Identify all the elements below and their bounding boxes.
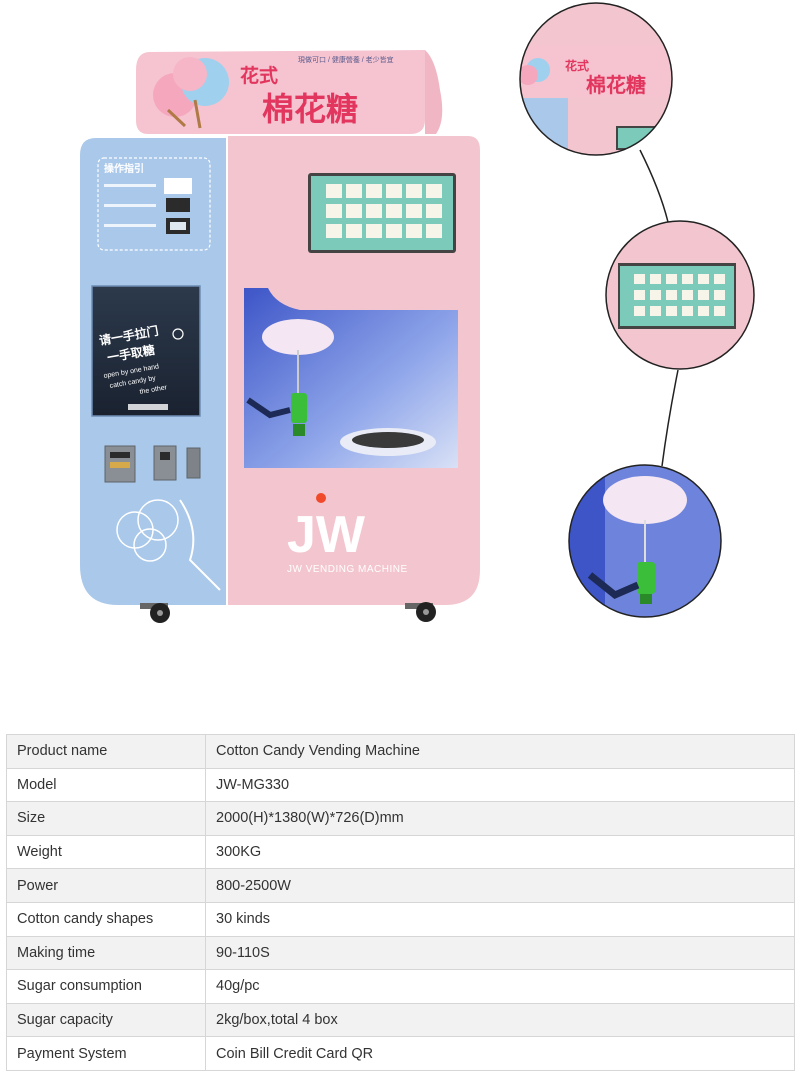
table-row: Model JW-MG330: [6, 767, 795, 803]
control-panel: 操作指引 请一手拉门 一手取糖 open by one hand catch c…: [80, 138, 226, 605]
spec-key: Power: [6, 868, 206, 903]
specs-table: Product name Cotton Candy Vending Machin…: [6, 734, 795, 1071]
svg-text:花式: 花式: [565, 58, 589, 73]
svg-text:棉花糖: 棉花糖: [586, 73, 646, 97]
spec-key: Cotton candy shapes: [6, 901, 206, 937]
brand-subtitle: JW VENDING MACHINE: [287, 564, 408, 575]
spec-value: 2kg/box,total 4 box: [205, 1002, 795, 1038]
wheels: [140, 602, 436, 623]
touch-screen: [308, 173, 456, 253]
spec-key: Sugar consumption: [6, 969, 206, 1004]
table-row: Making time 90-110S: [6, 935, 795, 971]
spec-key: Product name: [6, 734, 206, 769]
table-row: Product name Cotton Candy Vending Machin…: [6, 734, 795, 769]
zoom-detail-chamber: [568, 464, 722, 618]
card-reader: [186, 447, 201, 479]
brand-logo: JW: [287, 506, 366, 564]
window-en-line3: the other: [139, 384, 168, 396]
panel-heading: 操作指引: [104, 162, 144, 175]
spec-key: Weight: [6, 834, 206, 870]
table-row: Sugar consumption 40g/pc: [6, 969, 795, 1004]
table-row: Payment System Coin Bill Credit Card QR: [6, 1036, 795, 1071]
spec-value: JW-MG330: [205, 767, 795, 803]
spec-value: 90-110S: [205, 935, 795, 971]
zoom-detail-screen: [605, 220, 755, 370]
table-row: Weight 300KG: [6, 834, 795, 870]
vending-machine-illustration: 花式 棉花糖 現做可口 / 健康營養 / 老少皆宜 操作指引 请一手拉门 一手取…: [80, 2, 755, 623]
spec-key: Size: [6, 801, 206, 836]
spec-value: 800-2500W: [205, 868, 795, 903]
table-row: Size 2000(H)*1380(W)*726(D)mm: [6, 801, 795, 836]
spec-key: Sugar capacity: [6, 1002, 206, 1038]
spec-value: 40g/pc: [205, 969, 795, 1004]
pickup-window: [91, 285, 201, 417]
table-row: Cotton candy shapes 30 kinds: [6, 901, 795, 937]
production-chamber: [244, 288, 458, 468]
coin-acceptor: [153, 445, 177, 481]
spec-value: 300KG: [205, 834, 795, 870]
spec-key: Model: [6, 767, 206, 803]
sign-title-large: 棉花糖: [262, 91, 358, 127]
sign-tagline: 現做可口 / 健康營養 / 老少皆宜: [298, 55, 394, 64]
table-row: Power 800-2500W: [6, 868, 795, 903]
machine-body: JW JW VENDING MACHINE: [228, 136, 480, 605]
spec-value: Cotton Candy Vending Machine: [205, 734, 795, 769]
product-image-area: 花式 棉花糖 現做可口 / 健康營養 / 老少皆宜 操作指引 请一手拉门 一手取…: [80, 2, 755, 623]
spec-value: Coin Bill Credit Card QR: [205, 1036, 795, 1071]
table-row: Sugar capacity 2kg/box,total 4 box: [6, 1002, 795, 1038]
spec-key: Payment System: [6, 1036, 206, 1071]
zoom-detail-sign: 棉花糖 花式: [519, 2, 673, 156]
top-sign: 花式 棉花糖 現做可口 / 健康營養 / 老少皆宜: [136, 50, 443, 134]
spec-value: 2000(H)*1380(W)*726(D)mm: [205, 801, 795, 836]
spec-key: Making time: [6, 935, 206, 971]
spec-value: 30 kinds: [205, 901, 795, 937]
sign-title-small: 花式: [240, 64, 278, 87]
